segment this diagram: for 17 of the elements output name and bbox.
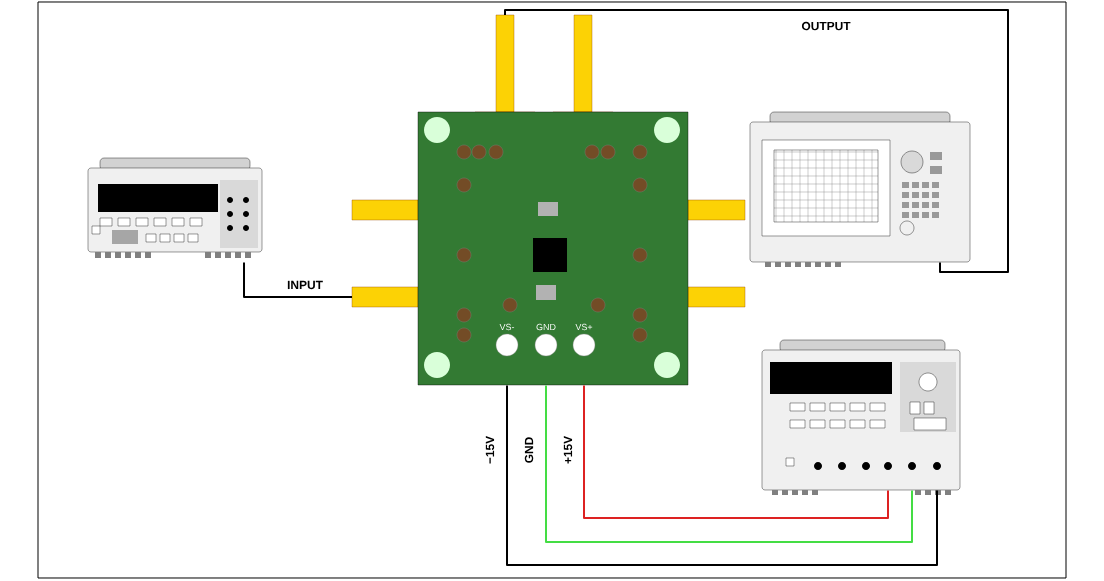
edge-label: −15V [484,434,496,466]
wire [545,384,913,543]
wire [504,9,1009,273]
power-supply-drawing [761,339,961,495]
wire [243,261,353,298]
wire [583,384,889,519]
edge-label: +15V [562,434,574,466]
silkscreen-label: VS- [499,323,515,331]
oscilloscope-drawing [749,111,971,267]
wire [506,384,938,566]
edge-label: GND [523,435,535,465]
signal-generator-drawing [87,157,263,258]
silkscreen-label: GND [536,323,556,331]
edge-label: INPUT [286,279,324,291]
evaluation-board-drawing [351,14,746,386]
edge-label: OUTPUT [800,20,852,32]
silkscreen-label: VS+ [575,323,593,331]
